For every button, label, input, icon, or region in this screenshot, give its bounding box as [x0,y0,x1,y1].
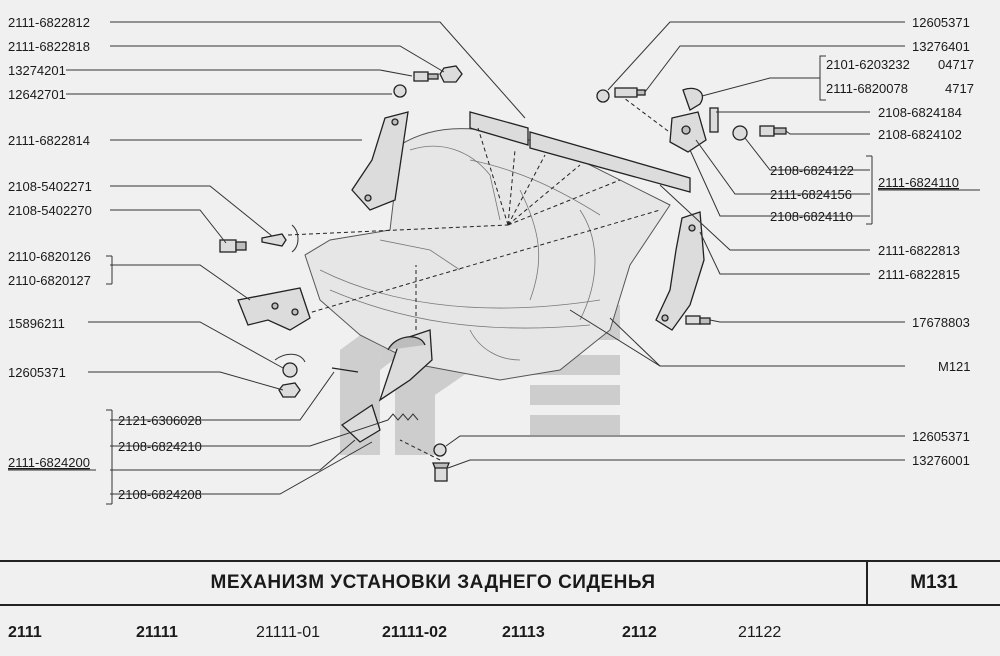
title-bar: МЕХАНИЗМ УСТАНОВКИ ЗАДНЕГО СИДЕНЬЯ M131 [0,560,1000,606]
pin-2108-5402270 [261,224,299,253]
label-2108-6824102: 2108-6824102 [878,127,962,142]
backrest-bar-left [469,111,529,146]
bolt-2108-5402271 [219,239,247,253]
label-2111-6824156: 2111-6824156 [770,187,852,202]
label-13276001: 13276001 [912,453,970,468]
nut-2111-6822818 [439,65,463,83]
nut-12605371-left [278,382,301,398]
model-item: 21122 [738,624,782,641]
label-2108-5402270: 2108-5402270 [8,203,92,218]
washer-12642701 [393,84,407,98]
spring-2108-6824210 [387,413,419,421]
label-2108-6824122: 2108-6824122 [770,163,854,178]
label-15896211: 15896211 [8,316,65,331]
lever-2111-6824200 [340,403,381,443]
label-2110-6820127: 2110-6820127 [8,273,91,288]
bolt-13276401 [614,87,646,98]
label-17678803: 17678803 [912,315,970,330]
label-12605371-left: 12605371 [8,365,66,380]
model-item: 2111 [8,624,42,641]
page-title: МЕХАНИЗМ УСТАНОВКИ ЗАДНЕГО СИДЕНЬЯ [210,572,656,593]
lock-bracket [237,287,311,331]
label-4717: 4717 [945,81,974,96]
label-2111-6822813: 2111-6822813 [878,243,960,258]
section-code: M131 [910,572,958,593]
model-item: 21113 [502,624,545,641]
label-13274201: 13274201 [8,63,66,78]
model-item: 21111-01 [256,624,321,641]
label-2111-6822818: 2111-6822818 [8,39,90,54]
hinge-bracket-left [351,111,409,211]
model-item: 21111-02 [382,624,447,641]
label-13276401: 13276401 [912,39,970,54]
label-2108-6824184: 2108-6824184 [878,105,962,120]
label-2108-6824210: 2108-6824210 [118,439,202,454]
label-2121-6306028: 2121-6306028 [118,413,202,428]
rod-2121-6306028 [331,367,359,373]
nut-12605371-bottom [433,443,447,457]
label-2108-6824208: 2108-6824208 [118,487,202,502]
label-2111-6824200: 2111-6824200 [8,455,90,470]
washer-15896211 [274,353,306,378]
label-2108-5402271: 2108-5402271 [8,179,92,194]
label-2111-6820078: 2111-6820078 [826,81,908,96]
label-2111-6822812: 2111-6822812 [8,15,90,30]
label-2108-6824110: 2108-6824110 [770,209,853,224]
assembly-lines [284,94,681,461]
nut-12605371-right [596,89,610,103]
label-2111-6824110: 2111-6824110 [878,175,959,190]
label-12605371-right-bottom: 12605371 [912,429,970,444]
bolt-13276001 [432,462,450,482]
knob-2101-6203232 [682,87,704,111]
screw-17678803 [685,315,711,325]
label-04717: 04717 [938,57,974,72]
label-2110-6820126: 2110-6820126 [8,249,91,264]
pin-2108-6824184 [709,107,719,133]
label-12642701: 12642701 [8,87,66,102]
bushing-2108-6824122 [732,125,748,141]
title-divider [866,562,868,604]
latch-mechanism [378,329,433,402]
label-2111-6822814: 2111-6822814 [8,133,90,148]
parts-diagram: 2111-6822812 2111-6822818 13274201 12642… [8,15,980,505]
label-2101-6203232: 2101-6203232 [826,57,910,72]
label-2111-6822815: 2111-6822815 [878,267,960,282]
backrest-bar-right [529,131,691,193]
screw-2108-6824102 [759,125,787,137]
label-m121: M121 [938,359,971,374]
model-item: 21111 [136,624,178,641]
bolt-13274201 [413,71,439,82]
leader-lines [66,21,905,505]
label-12605371-right-top: 12605371 [912,15,970,30]
model-list: 2111 21111 21111-01 21111-02 21113 2112 … [0,620,1000,650]
model-item: 2112 [622,624,657,641]
hinge-bracket-right [655,211,705,331]
